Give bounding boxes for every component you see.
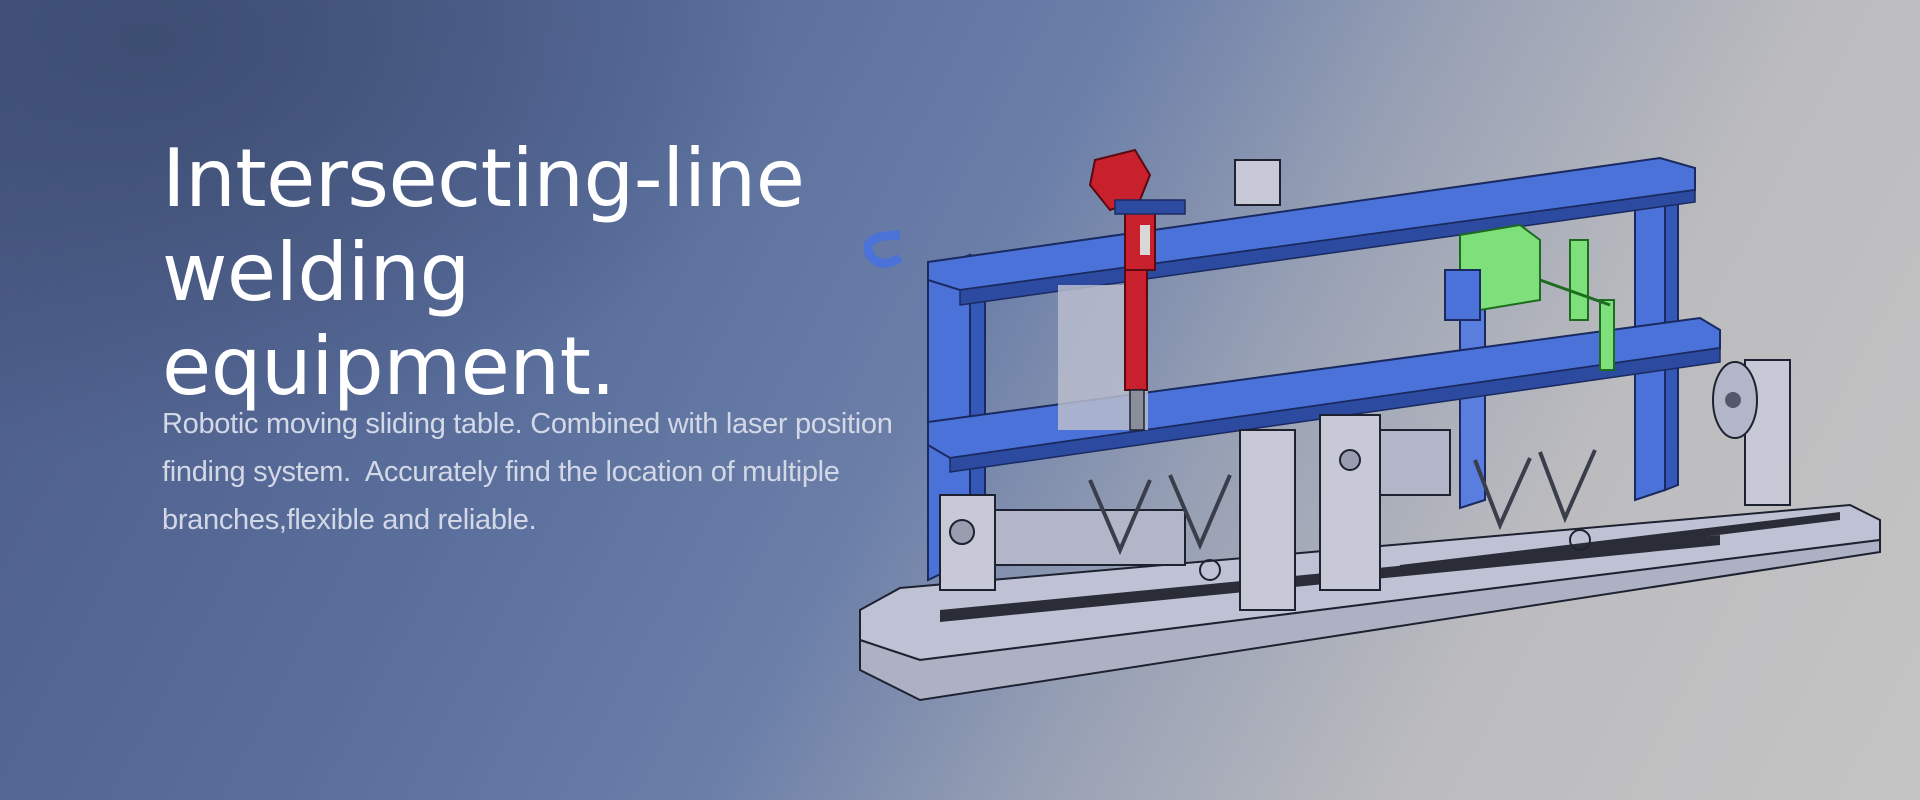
hero-description: Robotic moving sliding table. Combined w… [162, 408, 901, 536]
welding-machine-illustration [859, 148, 1881, 702]
robot-arm [1088, 148, 1186, 431]
pipe-fixtures [939, 159, 1791, 611]
headline-line-1: Intersecting-line welding [162, 132, 805, 319]
headline-line-2: equipment. [162, 320, 616, 413]
laser-gantry [1444, 223, 1615, 371]
